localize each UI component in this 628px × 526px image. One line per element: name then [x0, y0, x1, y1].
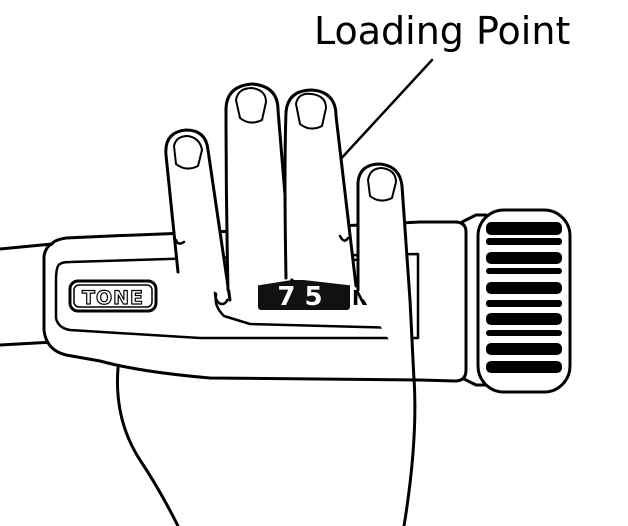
brand-label: TONE [82, 287, 144, 309]
tone-logo: TONE [68, 279, 158, 313]
display-screen [258, 280, 350, 310]
wrench-shaft [0, 242, 56, 347]
adjustment-knob-icon [460, 208, 572, 394]
torque-value-readout: 7 5 [277, 282, 322, 312]
wrench-panel [54, 252, 420, 340]
loading-point-label: Loading Point [314, 9, 571, 53]
hand-outline-icon [116, 82, 417, 526]
